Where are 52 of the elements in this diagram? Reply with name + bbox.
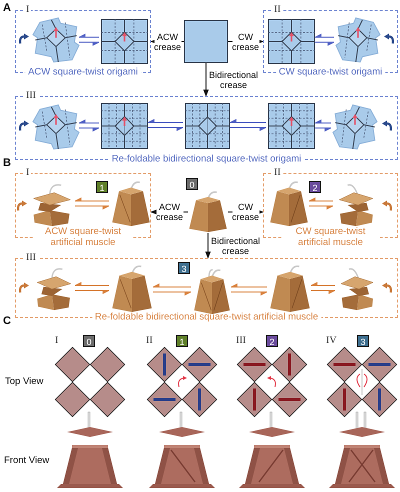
number-badge: 2 (309, 181, 321, 193)
harpoon-arrow (152, 292, 192, 296)
harpoon-arrow (74, 197, 110, 202)
harpoon-arrow (148, 127, 184, 132)
arrow (203, 62, 209, 97)
harpoon-arrow (78, 34, 100, 38)
group-caption: Re-foldable bidirectional square-twist origami (108, 154, 304, 164)
harpoon-arrow (74, 282, 110, 286)
harpoon-arrow (308, 206, 334, 210)
group-caption: Re-foldable bidirectional square-twist artificial muscle (92, 312, 322, 322)
harpoon-arrow (308, 197, 334, 202)
number-badge: 0 (83, 335, 95, 347)
harpoon-arrow (314, 42, 335, 46)
group-caption: CW square-twist origami (276, 66, 386, 78)
group-caption: ACW square-twist origami (25, 66, 141, 78)
harpoon-arrow (310, 282, 336, 286)
edge-label: Bidirectional crease (209, 70, 258, 90)
harpoon-arrow (74, 206, 110, 210)
panel-letter: C (3, 315, 11, 327)
edge-label: Bidirectional crease (211, 236, 260, 256)
number-badge: 2 (266, 335, 278, 347)
arrow (205, 232, 211, 259)
harpoon-arrow (78, 128, 100, 132)
harpoon-arrow (147, 118, 184, 123)
panel-letter: A (3, 2, 11, 14)
paper-square (184, 20, 228, 63)
view-label: Top View (5, 376, 44, 387)
view-label: Front View (4, 455, 50, 466)
number-badge: 3 (178, 262, 190, 274)
number-badge: 3 (357, 335, 369, 347)
roman-numeral: I (55, 335, 58, 347)
harpoon-arrow (230, 283, 268, 288)
number-badge: 0 (186, 178, 198, 190)
harpoon-arrow (230, 292, 268, 296)
harpoon-arrow (314, 34, 334, 38)
number-badge: 1 (96, 181, 108, 193)
harpoon-arrow (229, 118, 266, 123)
harpoon-arrow (152, 283, 192, 288)
harpoon-arrow (314, 119, 332, 124)
harpoon-arrow (310, 290, 336, 294)
harpoon-arrow (78, 42, 100, 46)
harpoon-arrow (230, 127, 267, 132)
panel-letter: B (3, 157, 11, 169)
harpoon-arrow (74, 290, 110, 294)
roman-numeral: II (146, 335, 153, 347)
number-badge: 1 (176, 335, 188, 347)
harpoon-arrow (78, 119, 100, 124)
group-caption: ACW square-twist artificial muscle (34, 226, 132, 248)
harpoon-arrow (314, 128, 332, 132)
group-caption: CW square-twist artificial muscle (282, 226, 380, 248)
roman-numeral: III (236, 335, 246, 347)
roman-numeral: IV (326, 335, 337, 347)
